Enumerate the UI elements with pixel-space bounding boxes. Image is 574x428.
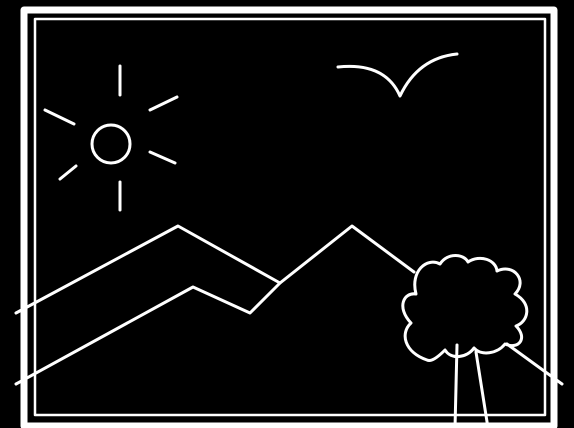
sun-icon (43, 64, 179, 212)
frame-outer (20, 6, 558, 428)
sun-ray-top-right (148, 95, 179, 112)
sun-ray-top-left (43, 108, 76, 126)
mountain-ridge-front (14, 281, 282, 386)
sun-ray-bottom-left (58, 164, 78, 181)
tree-trunk-left (453, 343, 459, 428)
tree-trunk-right (474, 350, 490, 428)
sun-ray-bottom-right (148, 150, 177, 165)
frame-inner (33, 17, 547, 417)
bird-icon (336, 52, 459, 98)
sun-disc (90, 123, 132, 165)
tree-crown (401, 254, 529, 362)
tree-root-right (505, 342, 564, 386)
mountains (14, 224, 416, 386)
tree-icon (401, 254, 564, 428)
picture-frame (20, 6, 558, 428)
